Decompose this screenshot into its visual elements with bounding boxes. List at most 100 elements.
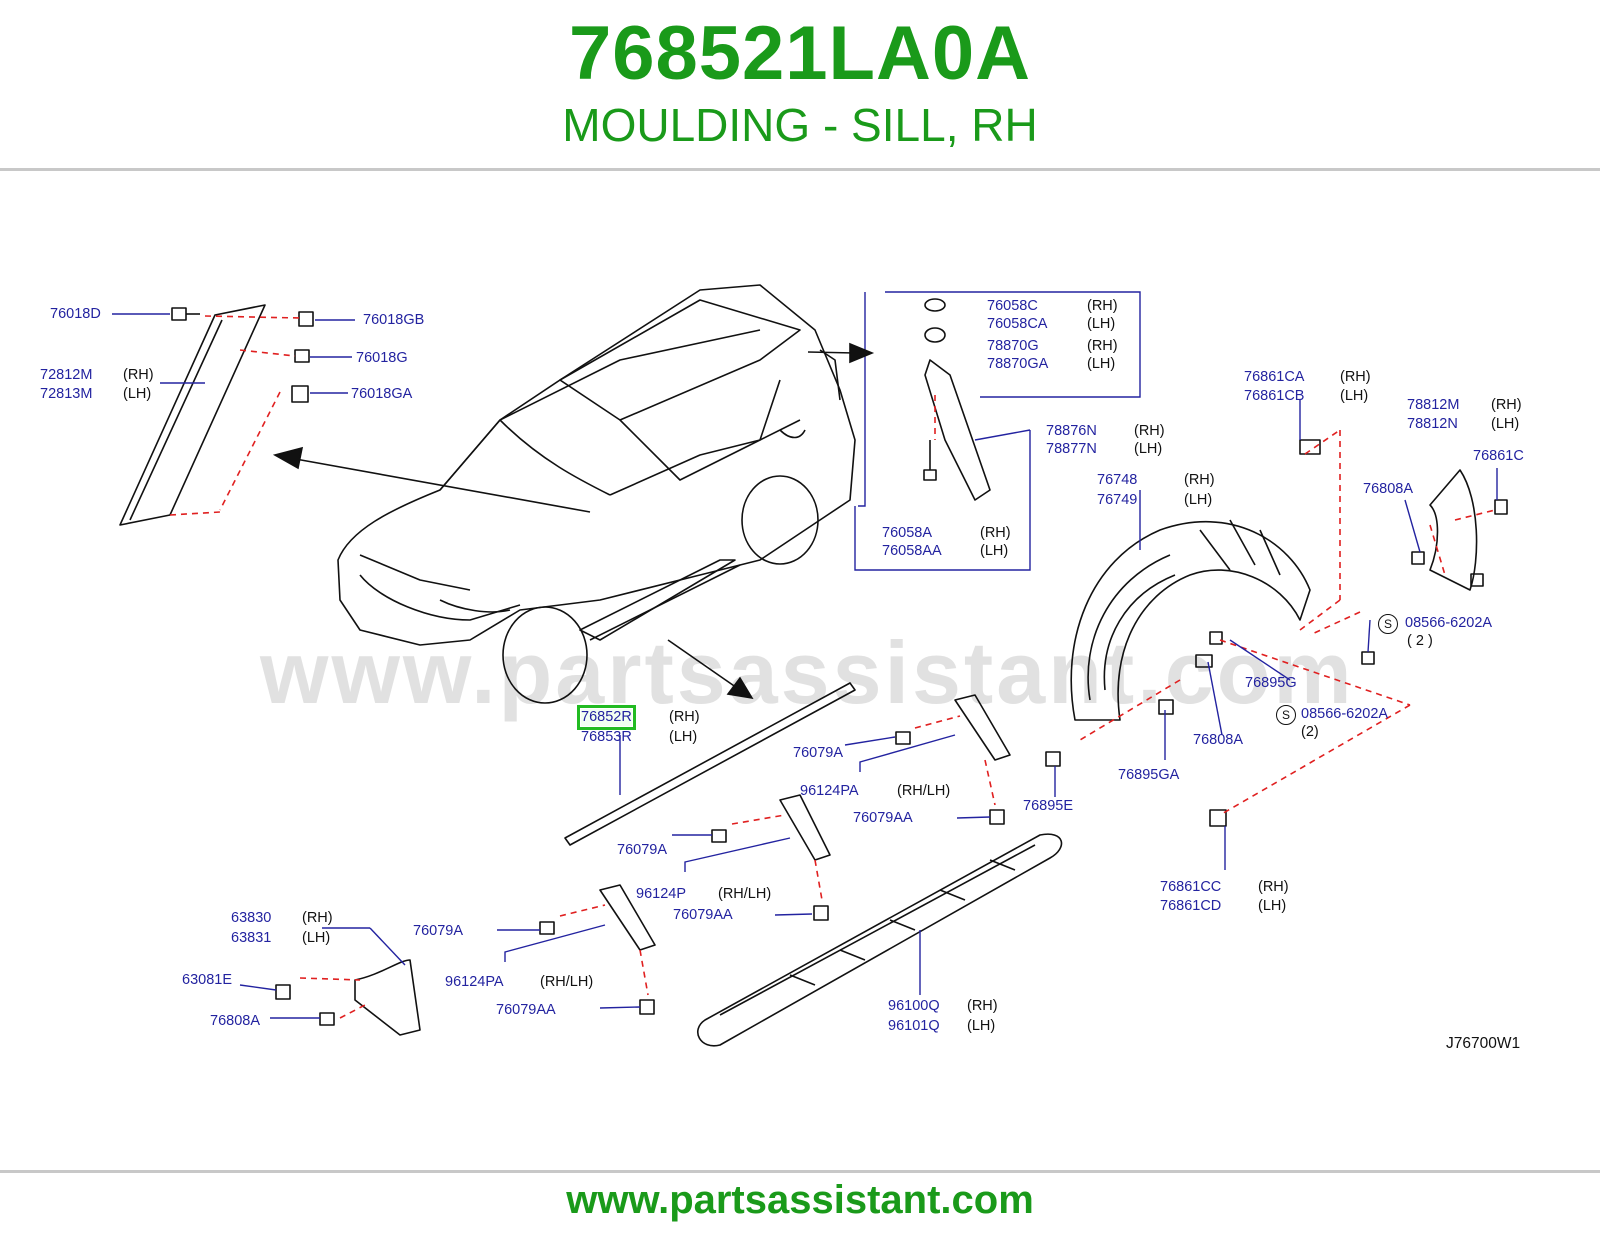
side-rh: (RH) — [669, 709, 700, 725]
callout-76861C[interactable]: 76861C — [1473, 448, 1524, 464]
callout-72812M[interactable]: 72812M — [40, 367, 93, 383]
part-name-subtitle: MOULDING - SILL, RH — [562, 99, 1038, 151]
callout-76808A-left[interactable]: 76808A — [210, 1013, 260, 1029]
callout-63081E[interactable]: 63081E — [182, 972, 232, 988]
vehicle-illustration — [337, 284, 856, 704]
side-rh: (RH) — [302, 910, 333, 926]
qty-08566-b: (2) — [1301, 724, 1319, 740]
assembly-lines — [169, 315, 1496, 1019]
callout-76058AA[interactable]: 76058AA — [882, 543, 942, 559]
side-lh: (LH) — [1184, 492, 1213, 508]
side-rh: (RH) — [1087, 298, 1118, 314]
callout-76018G[interactable]: 76018G — [356, 350, 408, 366]
supply-symbol-s: S — [1276, 705, 1296, 725]
callout-76058CA[interactable]: 76058CA — [987, 316, 1048, 332]
header: 768521LA0A MOULDING - SILL, RH — [0, 0, 1600, 170]
callout-78870GA[interactable]: 78870GA — [987, 356, 1049, 372]
callout-76058C[interactable]: 76058C — [987, 298, 1038, 314]
callout-96101Q[interactable]: 96101Q — [888, 1018, 940, 1034]
mudguard-left-part — [354, 959, 421, 1036]
brackets-96124-parts — [599, 694, 1011, 951]
callout-76058A[interactable]: 76058A — [882, 525, 932, 541]
callout-76895E[interactable]: 76895E — [1023, 798, 1073, 814]
watermark: www.partsassistant.com — [260, 623, 1355, 722]
side-rh: (RH) — [1491, 397, 1522, 413]
callout-08566-6202A-b[interactable]: 08566-6202A — [1301, 706, 1389, 722]
side-rh: (RH) — [1258, 879, 1289, 895]
callout-76861CA[interactable]: 76861CA — [1244, 369, 1305, 385]
callout-63831[interactable]: 63831 — [231, 930, 272, 946]
callout-78870G[interactable]: 78870G — [987, 338, 1039, 354]
side-lh: (LH) — [302, 930, 331, 946]
fasteners — [171, 307, 1484, 1026]
callout-96124PA-2[interactable]: 96124PA — [445, 974, 504, 990]
callout-76808A-right[interactable]: 76808A — [1363, 481, 1413, 497]
side-lh: (LH) — [980, 543, 1009, 559]
callout-78877N[interactable]: 78877N — [1046, 441, 1097, 457]
side-lh: (LH) — [1134, 441, 1163, 457]
callout-76852R-selected[interactable]: 76852R — [577, 705, 636, 730]
callout-96124PA-1[interactable]: 96124PA — [800, 783, 859, 799]
callout-76079AA-2[interactable]: 76079AA — [673, 907, 733, 923]
side-rh: (RH) — [1184, 472, 1215, 488]
side-lh: (LH) — [967, 1018, 996, 1034]
side-rh: (RH) — [967, 998, 998, 1014]
side-rh-lh: (RH/LH) — [897, 783, 951, 799]
part-number-title: 768521LA0A — [568, 11, 1032, 96]
side-lh: (LH) — [1087, 316, 1116, 332]
callout-76079A-3[interactable]: 76079A — [413, 923, 463, 939]
callout-76749[interactable]: 76749 — [1097, 492, 1138, 508]
callout-08566-6202A-a[interactable]: 08566-6202A — [1405, 615, 1493, 631]
side-lh: (LH) — [1258, 898, 1287, 914]
supply-symbol-s: S — [1378, 614, 1398, 634]
side-lh: (LH) — [1087, 356, 1116, 372]
callout-76079AA-3[interactable]: 76079AA — [496, 1002, 556, 1018]
callout-76808A-mid[interactable]: 76808A — [1193, 732, 1243, 748]
fender-liner-part — [1070, 519, 1311, 721]
side-rh-lh: (RH/LH) — [718, 886, 772, 902]
callout-78812M[interactable]: 78812M — [1407, 397, 1460, 413]
header-divider — [0, 168, 1600, 171]
callout-76861CD[interactable]: 76861CD — [1160, 898, 1222, 914]
callout-76018D[interactable]: 76018D — [50, 306, 101, 322]
callout-76895GA[interactable]: 76895GA — [1118, 767, 1180, 783]
callout-76079AA-1[interactable]: 76079AA — [853, 810, 913, 826]
footer-url[interactable]: www.partsassistant.com — [566, 1178, 1034, 1222]
direction-arrows — [272, 342, 875, 700]
mudguard-right-part — [1429, 469, 1508, 591]
side-rh: (RH) — [1340, 369, 1371, 385]
callout-76079A-1[interactable]: 76079A — [793, 745, 843, 761]
side-lh: (LH) — [123, 386, 152, 402]
side-rh: (RH) — [1087, 338, 1118, 354]
callout-96124P[interactable]: 96124P — [636, 886, 686, 902]
callout-72813M[interactable]: 72813M — [40, 386, 93, 402]
side-rh: (RH) — [123, 367, 154, 383]
side-lh: (LH) — [1491, 416, 1520, 432]
side-rh-lh: (RH/LH) — [540, 974, 594, 990]
callout-76895G[interactable]: 76895G — [1245, 675, 1297, 691]
callout-76861CC[interactable]: 76861CC — [1160, 879, 1222, 895]
callout-78876N[interactable]: 78876N — [1046, 423, 1097, 439]
callout-76018GA[interactable]: 76018GA — [351, 386, 413, 402]
callout-96100Q[interactable]: 96100Q — [888, 998, 940, 1014]
footer-divider — [0, 1170, 1600, 1173]
callout-76861CB[interactable]: 76861CB — [1244, 388, 1305, 404]
callout-63830[interactable]: 63830 — [231, 910, 272, 926]
callout-76853R[interactable]: 76853R — [581, 729, 632, 745]
side-lh: (LH) — [669, 729, 698, 745]
sill-moulding-part — [564, 682, 856, 846]
leader-lines — [112, 291, 1498, 1019]
side-rh: (RH) — [1134, 423, 1165, 439]
callout-76079A-2[interactable]: 76079A — [617, 842, 667, 858]
callout-76018GB[interactable]: 76018GB — [363, 312, 425, 328]
side-lh: (LH) — [1340, 388, 1369, 404]
pillar-garnish-part — [119, 304, 266, 526]
qty-08566-a: ( 2 ) — [1407, 633, 1433, 649]
diagram-code: J76700W1 — [1446, 1035, 1521, 1052]
callout-78812N[interactable]: 78812N — [1407, 416, 1458, 432]
running-board-part — [697, 833, 1063, 1047]
bracket-78876N-part — [923, 298, 991, 501]
side-rh: (RH) — [980, 525, 1011, 541]
callout-76748[interactable]: 76748 — [1097, 472, 1138, 488]
